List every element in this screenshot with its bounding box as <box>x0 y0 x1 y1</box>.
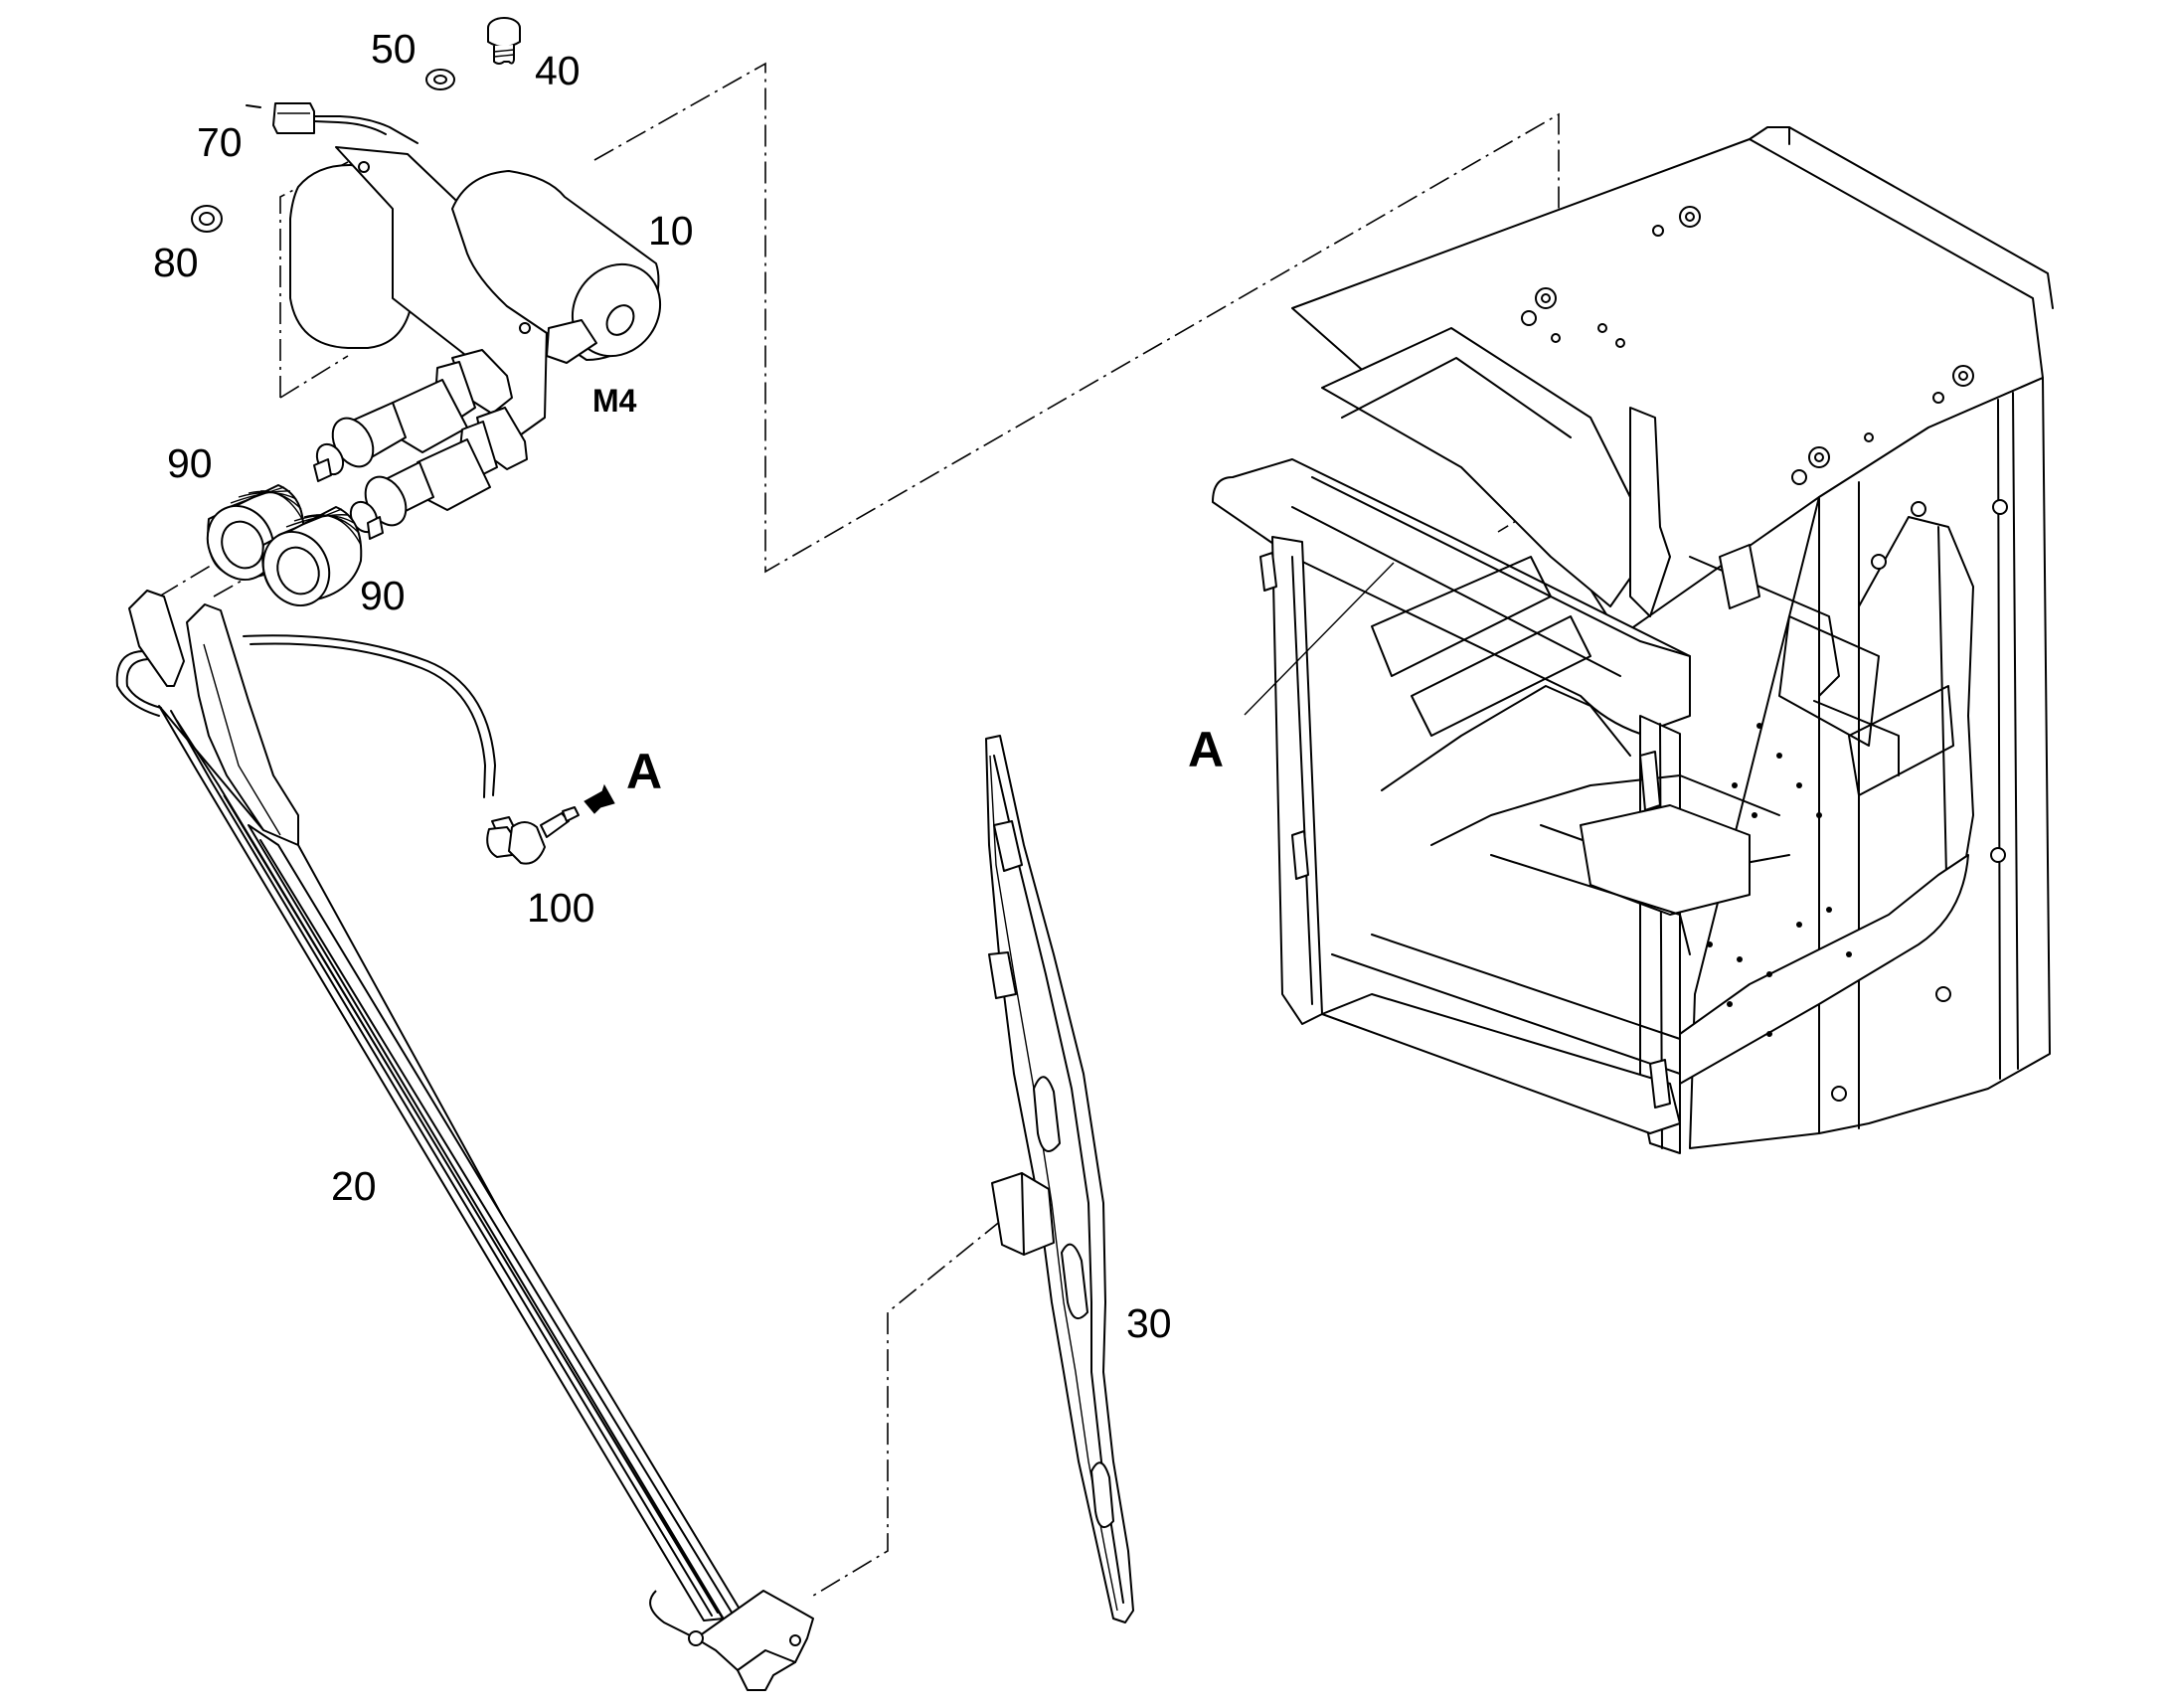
callout-100: 100 <box>527 885 594 931</box>
callout-20: 20 <box>331 1163 377 1209</box>
spindle-shafts <box>313 349 528 540</box>
wiper-motor-part-10 <box>289 146 662 540</box>
callout-90a: 90 <box>167 440 213 486</box>
callout-40: 40 <box>535 48 581 93</box>
callout-30: 30 <box>1126 1300 1172 1346</box>
callout-ref-a-arrow: A <box>626 744 662 799</box>
callouts: 50 40 70 80 10 M4 90 90 A 100 20 30 A <box>153 26 1224 1346</box>
callout-10: 10 <box>648 208 694 254</box>
callout-70: 70 <box>197 119 243 165</box>
screw-part-40 <box>487 17 521 65</box>
connector-part-70 <box>246 102 418 144</box>
callout-80: 80 <box>153 240 199 285</box>
ref-a-leader <box>1244 562 1395 716</box>
callout-ref-a-cab: A <box>1188 722 1224 777</box>
cab-frame-reference <box>1212 126 2054 1154</box>
washer-part-50 <box>425 69 455 90</box>
wiper-blade-part-30 <box>985 735 1134 1623</box>
roof-bolts <box>1521 206 1974 485</box>
callout-90b: 90 <box>360 573 406 618</box>
callout-50: 50 <box>371 26 417 72</box>
wiper-arm-part-20 <box>115 590 814 1691</box>
washer-nozzle-part-100 <box>486 783 615 865</box>
floor-dots <box>1707 723 1852 1037</box>
callout-m4: M4 <box>592 383 637 419</box>
spring-cap-part-90b <box>261 506 363 606</box>
nut-part-80 <box>191 205 223 233</box>
